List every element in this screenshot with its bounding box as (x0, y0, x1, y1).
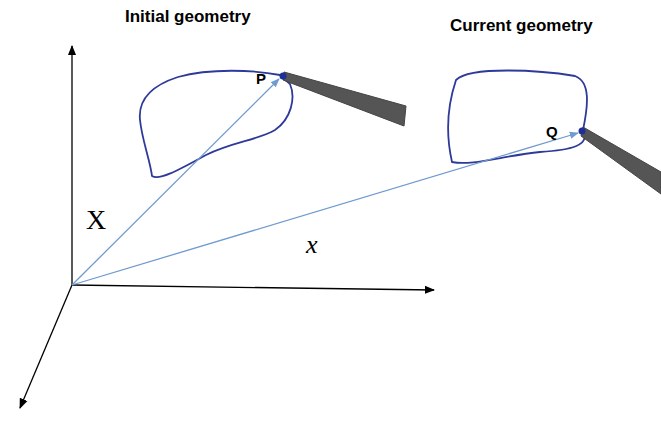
probe-current (581, 127, 661, 194)
point-label: Q (546, 123, 558, 140)
probe-initial (283, 72, 406, 126)
label-text: Initial geometry (125, 7, 251, 26)
panel-heading: Initial geometry (125, 7, 251, 27)
vector-label: X (86, 204, 106, 236)
vector-label: x (306, 230, 318, 260)
point-p (280, 73, 287, 80)
label-text: Q (546, 123, 558, 140)
axis-vertical (71, 46, 72, 285)
point-label: P (256, 70, 266, 87)
point-q (579, 128, 586, 135)
panel-heading: Current geometry (450, 16, 593, 36)
label-text: X (86, 204, 106, 235)
axis-horizontal (72, 285, 434, 290)
label-text: Current geometry (450, 16, 593, 35)
current-body-outline (448, 71, 587, 163)
position-vector-current (72, 133, 578, 285)
axis-depth (20, 285, 72, 408)
initial-body-outline (140, 71, 293, 177)
label-text: P (256, 70, 266, 87)
label-text: x (306, 230, 318, 259)
